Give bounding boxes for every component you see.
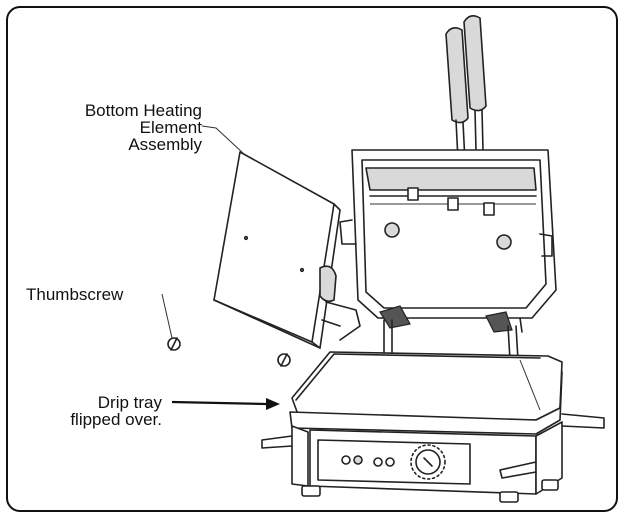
drip-tray-label-line2: flipped over. bbox=[70, 410, 162, 429]
bottom-heating-label-line3: Assembly bbox=[128, 135, 202, 154]
heating-element-plate bbox=[213, 151, 361, 349]
grill-base bbox=[261, 351, 605, 503]
drip-tray-label-line1: Drip tray bbox=[97, 393, 162, 412]
thumbscrew-label: Thumbscrew bbox=[26, 285, 124, 304]
bottom-heating-label-line1: Bottom Heating bbox=[84, 101, 202, 120]
thumbscrew-icon bbox=[167, 337, 291, 367]
lid-handles bbox=[445, 14, 487, 163]
support-rods bbox=[383, 319, 519, 361]
bottom-heating-label-line2: Element bbox=[139, 118, 202, 137]
lid-frame bbox=[339, 149, 557, 333]
label-leaders bbox=[161, 125, 280, 410]
